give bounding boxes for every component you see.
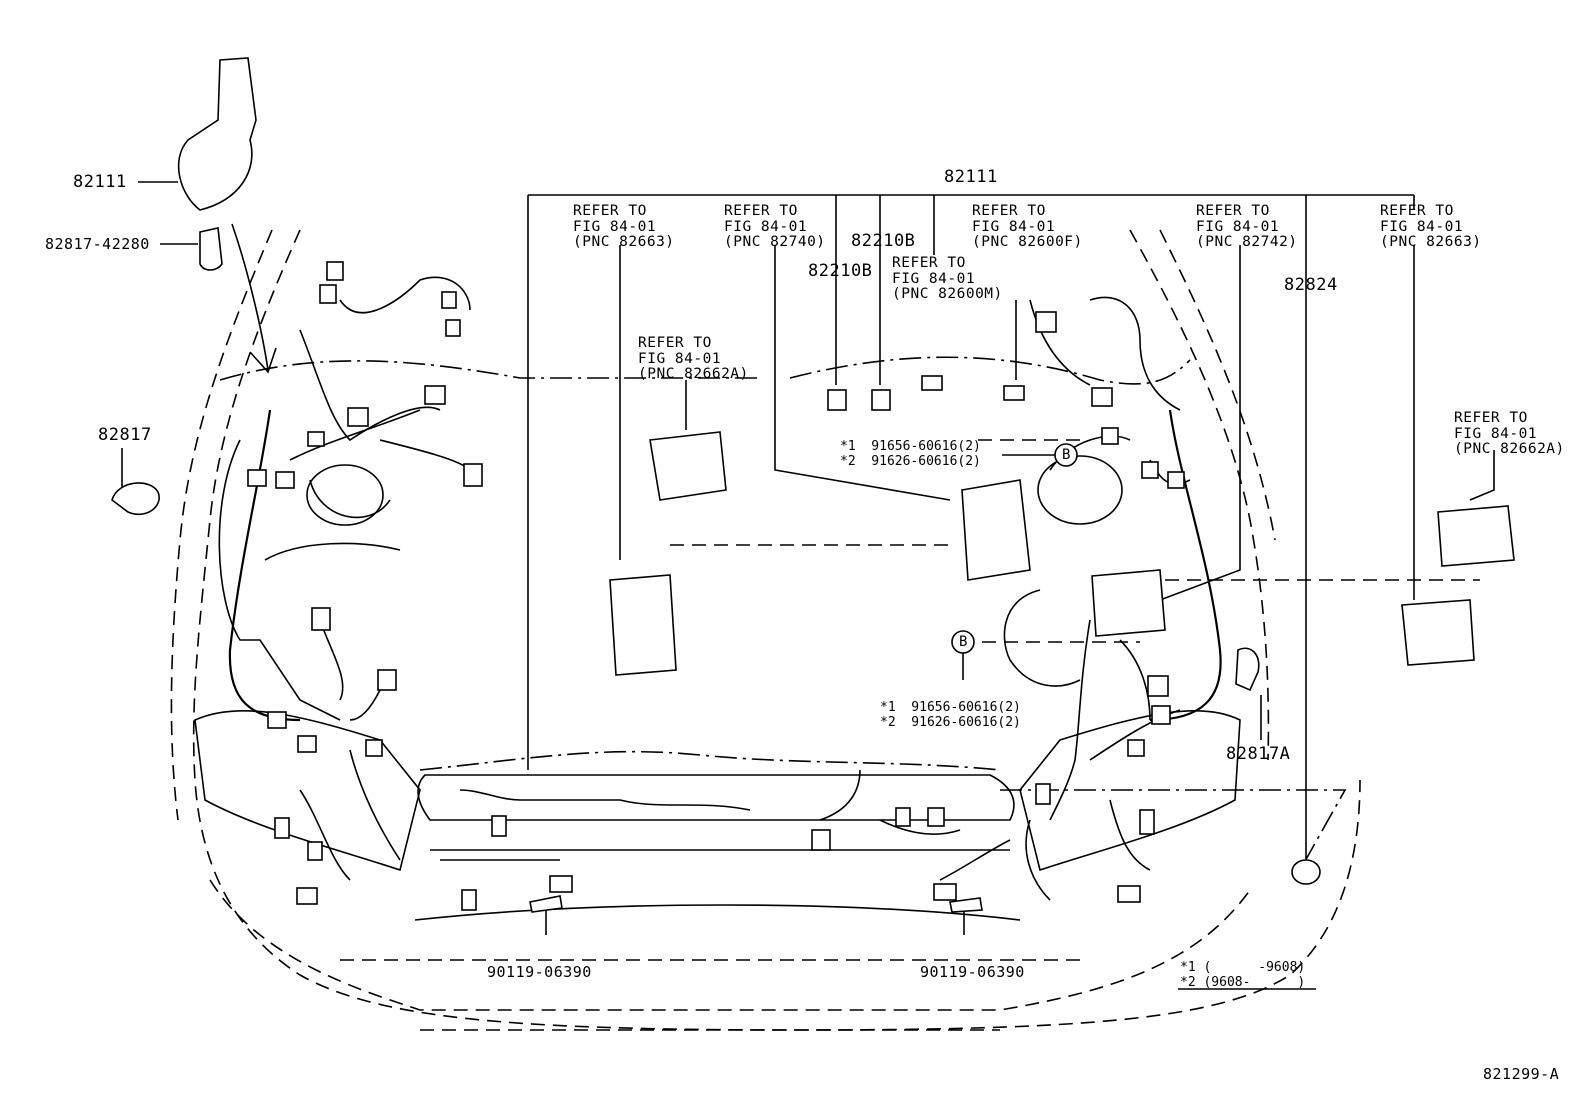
part-label-90119-right: 90119-06390 [920, 963, 1025, 981]
part-label-82817: 82817 [98, 425, 152, 445]
part-label-82210b-lower: 82210B [808, 261, 873, 281]
clips [111, 482, 1321, 885]
relay-blocks [609, 431, 1515, 676]
part-label-82817-42280: 82817-42280 [45, 235, 150, 253]
part-label-90119-left: 90119-06390 [487, 963, 592, 981]
diagram-id: 821299-A [1483, 1065, 1560, 1083]
grommet-part [177, 57, 257, 271]
fuses-relays [827, 375, 1025, 411]
marker-b-lower-label: B [959, 634, 968, 650]
front-lamps [194, 710, 1241, 921]
vehicle-body-outline [170, 229, 1480, 1031]
bolts [529, 895, 983, 913]
bolt-spec-upper: *1 91656-60616(2)*2 91626-60616(2) [840, 439, 981, 469]
leader-lines [121, 181, 1495, 935]
part-label-82817a: 82817A [1226, 744, 1291, 764]
leader-bracket-82111 [527, 194, 1415, 770]
marker-b-upper-label: B [1062, 447, 1071, 463]
marker-b-upper [1054, 443, 1078, 467]
install-arrow [231, 223, 277, 374]
part-label-82111-top: 82111 [944, 167, 998, 187]
part-label-82210b-upper: 82210B [851, 231, 916, 251]
part-label-82111-left: 82111 [73, 172, 127, 192]
harness-connectors [247, 261, 1185, 911]
part-label-82824: 82824 [1284, 275, 1338, 295]
date-legend: *1 ( -9608)*2 (9608- ) [1180, 960, 1306, 990]
marker-b-lower [951, 630, 975, 654]
bolt-spec-lower: *1 91656-60616(2)*2 91626-60616(2) [880, 700, 1021, 730]
body-openings [306, 455, 1123, 526]
